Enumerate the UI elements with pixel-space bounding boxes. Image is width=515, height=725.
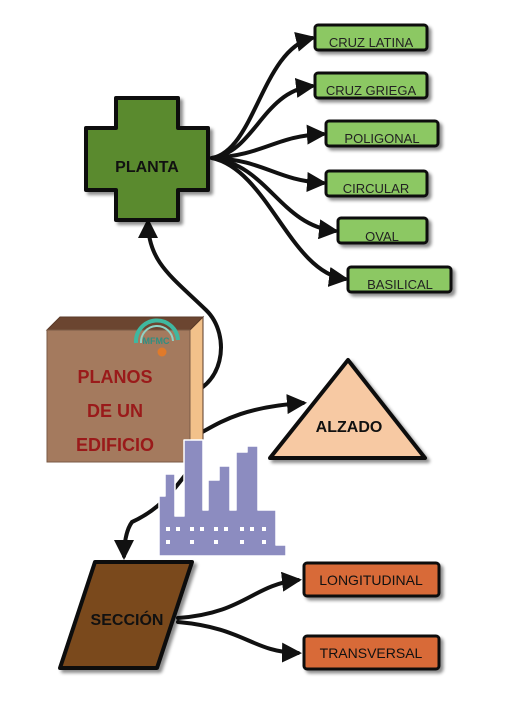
cruz-latina-box: [313, 23, 429, 52]
edges: [114, 32, 349, 663]
oval-label: OVAL: [365, 229, 399, 244]
edge-planta-to-cruz-griega: [210, 77, 316, 160]
circular-label: CIRCULAR: [343, 181, 409, 196]
poligonal-box: [324, 119, 440, 148]
logo-badge: MFMC: [133, 318, 180, 357]
transversal-label: TRANSVERSAL: [320, 645, 423, 661]
logo-ring-icon: [133, 318, 180, 344]
edge-root-to-planta: [138, 218, 223, 398]
alzado-label: ALZADO: [316, 419, 383, 436]
node-seccion[interactable]: SECCIÓN: [58, 560, 194, 670]
node-longitudinal[interactable]: LONGITUDINAL: [302, 561, 441, 598]
transversal-box: [302, 634, 441, 671]
factory-icon: [158, 439, 287, 557]
edge-planta-to-cruz-latina: [210, 32, 316, 160]
edge-planta-to-circular: [210, 156, 327, 192]
longitudinal-label: LONGITUDINAL: [319, 572, 423, 588]
root-label-line3: EDIFICIO: [76, 435, 154, 455]
window: [176, 527, 180, 531]
node-alzado[interactable]: ALZADO: [268, 358, 427, 460]
poligonal-label: POLIGONAL: [344, 131, 419, 146]
window: [240, 527, 244, 531]
window: [240, 540, 244, 544]
window: [250, 527, 254, 531]
cruz-griega-box: [313, 71, 429, 100]
circular-box: [324, 169, 429, 198]
node-planta[interactable]: PLANTA: [84, 96, 210, 222]
window: [166, 527, 170, 531]
window: [262, 527, 266, 531]
root-label-line1: PLANOS: [77, 367, 152, 387]
window: [166, 540, 170, 544]
window: [214, 540, 218, 544]
window: [214, 527, 218, 531]
root-label-line2: DE UN: [87, 401, 143, 421]
window: [190, 527, 194, 531]
edge-planta-to-oval: [210, 156, 339, 240]
cross-shape: [84, 96, 210, 222]
node-cruz-griega[interactable]: CRUZ GRIEGA: [313, 71, 429, 100]
node-cruz-latina[interactable]: CRUZ LATINA: [313, 23, 429, 52]
longitudinal-box: [302, 561, 441, 598]
factory-windows: [166, 527, 266, 544]
node-circular[interactable]: CIRCULAR: [324, 169, 429, 198]
seccion-label: SECCIÓN: [91, 610, 164, 629]
edge-planta-to-basilical: [210, 156, 349, 287]
node-transversal[interactable]: TRANSVERSAL: [302, 634, 441, 671]
logo-flag-icon: [157, 347, 167, 357]
oval-box: [336, 216, 429, 245]
edge-seccion-to-longitudinal: [176, 571, 302, 620]
node-basilical[interactable]: BASILICAL: [346, 265, 453, 294]
window: [200, 527, 204, 531]
window: [190, 540, 194, 544]
basilical-box: [346, 265, 453, 294]
logo-text: MFMC: [143, 336, 170, 346]
edge-root-to-alzado: [184, 394, 307, 442]
box-top-face: [45, 316, 205, 331]
cruz-latina-label: CRUZ LATINA: [329, 35, 414, 50]
node-poligonal[interactable]: POLIGONAL: [324, 119, 440, 148]
parallelogram-shape: [58, 560, 194, 670]
cruz-griega-label: CRUZ GRIEGA: [326, 83, 417, 98]
planta-label: PLANTA: [115, 159, 179, 176]
node-oval[interactable]: OVAL: [336, 216, 429, 245]
edge-seccion-to-transversal: [176, 620, 302, 663]
triangle-shape: [268, 358, 427, 460]
window: [224, 527, 228, 531]
logo-ring-inner: [139, 325, 174, 344]
edge-planta-to-poligonal: [210, 124, 327, 160]
basilical-label: BASILICAL: [367, 277, 433, 292]
window: [262, 540, 266, 544]
